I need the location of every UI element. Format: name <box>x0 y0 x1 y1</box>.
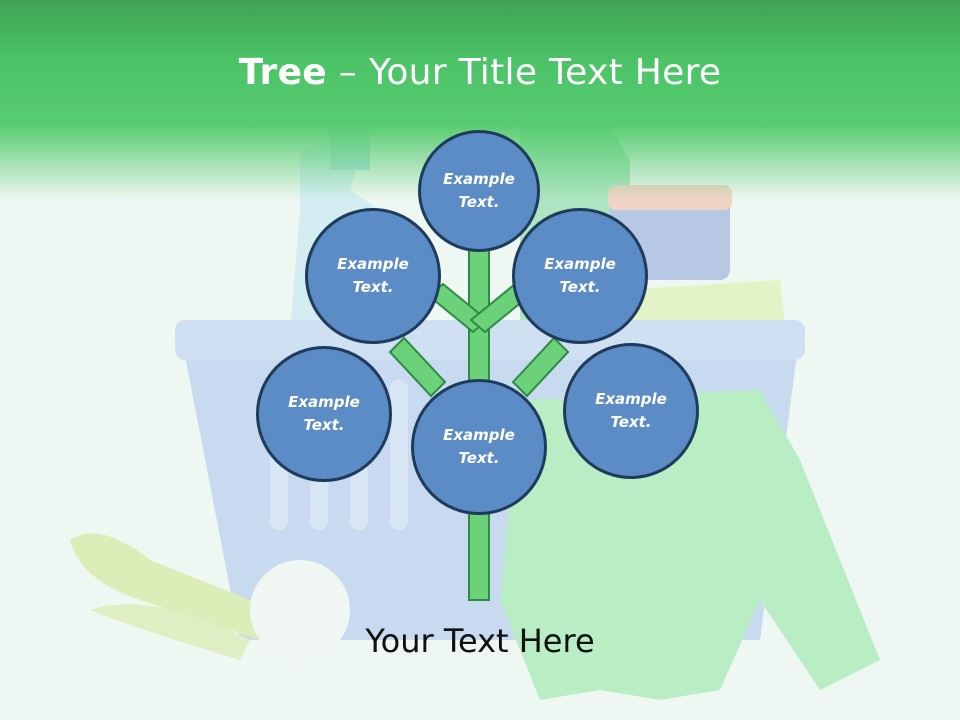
branch-lower-right <box>511 336 570 398</box>
node-label: Example Text. <box>288 393 360 434</box>
node-label: Example Text. <box>443 170 515 211</box>
tree-node-upper-right: Example Text. <box>512 208 648 344</box>
title-bold: Tree <box>238 52 328 93</box>
footer-text: Your Text Here <box>365 622 595 660</box>
tree-node-upper-left: Example Text. <box>305 208 441 344</box>
slide-title: Tree – Your Title Text Here <box>0 52 960 93</box>
node-label: Example Text. <box>443 426 515 467</box>
tree-node-lower-right: Example Text. <box>563 343 699 479</box>
node-label: Example Text. <box>595 390 667 431</box>
branch-lower-left <box>388 336 447 398</box>
tree-node-center: Example Text. <box>411 379 547 515</box>
tree-node-lower-left: Example Text. <box>256 346 392 482</box>
node-label: Example Text. <box>544 255 616 296</box>
node-label: Example Text. <box>337 255 409 296</box>
title-rest: – Your Title Text Here <box>327 52 722 93</box>
tree-node-top: Example Text. <box>418 130 540 252</box>
